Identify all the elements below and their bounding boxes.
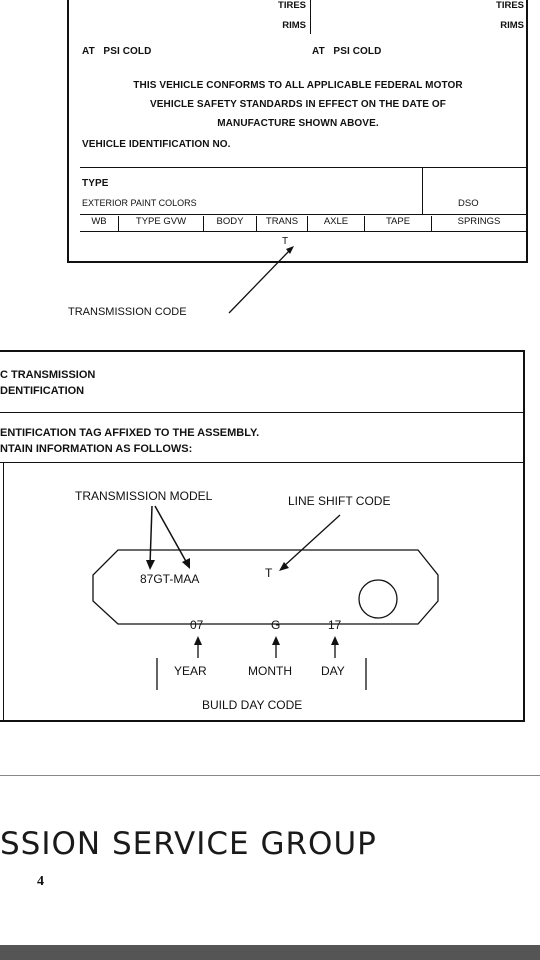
type-label: TYPE	[82, 178, 109, 189]
column-type-gvw: TYPE GVW	[119, 216, 204, 231]
trans-code-value: T	[282, 236, 289, 247]
id-box-desc-line-1: ENTIFICATION TAG AFFIXED TO THE ASSEMBLY…	[0, 427, 260, 439]
transmission-code-label: TRANSMISSION CODE	[68, 306, 187, 318]
column-axle: AXLE	[308, 216, 365, 231]
id-box-header-line-1: C TRANSMISSION	[0, 369, 96, 381]
page-number: 4	[37, 874, 44, 889]
id-box-header-rule	[0, 412, 525, 413]
dso-label: DSO	[458, 198, 479, 209]
column-tape: TAPE	[365, 216, 432, 231]
bottom-frame	[0, 945, 540, 960]
transmission-id-box	[0, 350, 525, 722]
build-day-code-label: BUILD DAY CODE	[202, 698, 303, 712]
psi-cold-right: AT PSI COLD	[312, 46, 382, 57]
label-left-border	[67, 0, 69, 262]
conformance-line-3: MANUFACTURE SHOWN ABOVE.	[217, 118, 379, 129]
columns-bottom-rule	[80, 231, 526, 232]
model-value: 87GT-MAA	[140, 572, 200, 586]
year-label: YEAR	[174, 664, 207, 678]
dso-divider	[422, 167, 423, 215]
label-right-border	[526, 0, 528, 262]
paint-label: EXTERIOR PAINT COLORS	[82, 198, 197, 208]
id-tag-diagram	[92, 505, 439, 690]
type-rule	[80, 167, 526, 168]
transmission-model-label: TRANSMISSION MODEL	[75, 489, 213, 503]
id-box-desc-rule	[0, 462, 525, 463]
month-label: MONTH	[248, 664, 292, 678]
column-body: BODY	[204, 216, 257, 231]
line-shift-code-label: LINE SHIFT CODE	[288, 494, 391, 508]
code-columns-row: WB TYPE GVW BODY TRANS AXLE TAPE SPRINGS	[80, 216, 526, 231]
conformance-line-2: VEHICLE SAFETY STANDARDS IN EFFECT ON TH…	[149, 99, 447, 110]
day-value: 17	[328, 618, 342, 632]
id-box-header-line-2: DENTIFICATION	[0, 385, 85, 397]
column-springs: SPRINGS	[457, 216, 501, 227]
tires-left-label: TIRES	[278, 0, 306, 11]
rims-right-label: RIMS	[500, 20, 524, 31]
id-box-desc-line-2: NTAIN INFORMATION AS FOLLOWS:	[0, 443, 193, 455]
vin-label: VEHICLE IDENTIFICATION NO.	[82, 139, 231, 150]
tires-right-label: TIRES	[496, 0, 524, 11]
column-trans: TRANS	[257, 216, 308, 231]
day-label: DAY	[321, 664, 345, 678]
line-shift-value: T	[265, 566, 273, 580]
id-box-inner-left-rule	[3, 462, 4, 721]
footer-title: SSION SERVICE GROUP	[0, 826, 377, 862]
rims-left-label: RIMS	[282, 20, 306, 31]
psi-cold-left: AT PSI COLD	[82, 46, 152, 57]
year-value: 07	[190, 618, 204, 632]
tires-divider	[310, 0, 311, 34]
month-value: G	[271, 618, 281, 632]
column-wb: WB	[80, 216, 119, 231]
label-bottom-border	[67, 261, 528, 263]
footer-rule	[0, 775, 540, 776]
conformance-line-1: THIS VEHICLE CONFORMS TO ALL APPLICABLE …	[133, 80, 463, 91]
transmission-code-callout-line	[228, 246, 294, 314]
columns-top-rule	[80, 214, 526, 215]
